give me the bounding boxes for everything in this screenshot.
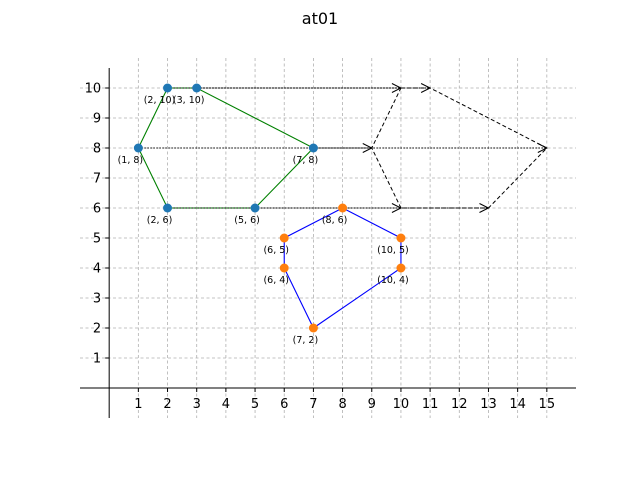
y-tick-label: 7 [93, 172, 101, 187]
y-tick-label: 4 [93, 262, 101, 277]
x-tick-label: 4 [222, 397, 230, 412]
data-point [338, 203, 348, 213]
data-point [133, 143, 143, 153]
arrow-head [391, 203, 403, 213]
data-point [163, 203, 173, 213]
point-label: (6, 5) [263, 245, 289, 256]
data-point [396, 233, 406, 243]
data-point [192, 83, 202, 93]
point-label-layer: (2, 10)(3, 10) (7, 8) (5, 6) (2, 6) (1, 8) (8… [118, 95, 409, 346]
x-tick-label: 15 [539, 397, 556, 412]
point-label: (1, 8) [118, 155, 144, 166]
y-tick-label: 9 [93, 112, 101, 127]
y-tick-label: 1 [93, 352, 101, 367]
point-label: (2, 6) [147, 215, 173, 226]
x-tick-label: 9 [368, 397, 376, 412]
point-label: (10, 5) [377, 245, 409, 256]
arrow-head [420, 83, 432, 93]
x-tick-label: 14 [509, 397, 526, 412]
x-tick-label: 2 [163, 397, 171, 412]
x-tick-label: 7 [309, 397, 317, 412]
data-point [396, 263, 406, 273]
arrow-head [537, 143, 548, 153]
y-tick-label: 2 [93, 322, 101, 337]
y-tick-label: 10 [85, 82, 102, 97]
point-label: (7, 8) [293, 155, 319, 166]
x-tick-label: 3 [193, 397, 201, 412]
point-layer [133, 83, 406, 333]
data-point [250, 203, 260, 213]
chart-title: at01 [302, 9, 338, 28]
point-label: (3, 10) [173, 95, 205, 106]
x-tick-label: 12 [451, 397, 468, 412]
x-tick-label: 6 [280, 397, 288, 412]
point-label: (8, 6) [322, 215, 348, 226]
y-tick-label: 3 [93, 292, 101, 307]
x-tick-label: 11 [422, 397, 439, 412]
x-tick-label: 5 [251, 397, 259, 412]
point-label: (7, 2) [293, 335, 319, 346]
x-tick-label: 8 [338, 397, 346, 412]
arrow-head [479, 203, 490, 213]
x-tick-label: 13 [480, 397, 497, 412]
y-tick-label: 5 [93, 232, 101, 247]
point-label: (5, 6) [234, 215, 260, 226]
point-label: (2, 10) [144, 95, 176, 106]
y-tick-label: 6 [93, 202, 101, 217]
data-point [308, 323, 318, 333]
x-tick-label: 1 [134, 397, 142, 412]
data-point [279, 263, 289, 273]
arrow-layer [138, 83, 548, 213]
y-tick-label: 8 [93, 142, 101, 157]
data-point [279, 233, 289, 243]
data-point [163, 83, 173, 93]
data-point [308, 143, 318, 153]
grid [80, 58, 576, 418]
point-label: (10, 4) [377, 275, 409, 286]
point-label: (6, 4) [263, 275, 289, 286]
axes [80, 68, 576, 418]
x-tick-label: 10 [393, 397, 410, 412]
